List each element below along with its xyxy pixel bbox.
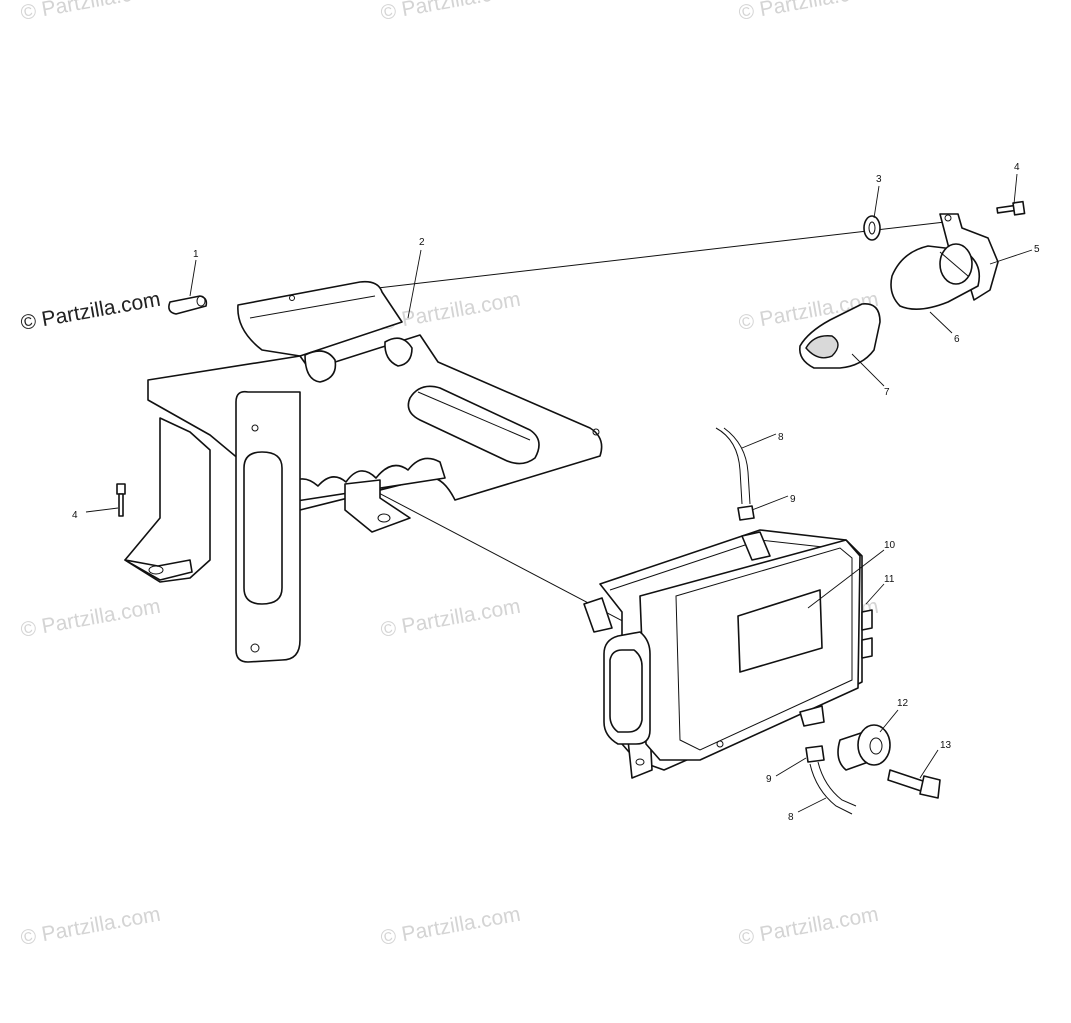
watermark: © Partzilla.com — [737, 0, 880, 25]
grommet-part-12 — [837, 724, 891, 771]
callout-6: 6 — [954, 334, 960, 345]
callout-10: 10 — [884, 540, 896, 551]
nut-part-9-top — [737, 505, 755, 521]
wire-part-8-top — [715, 427, 751, 505]
callout-4-right: 4 — [1014, 162, 1020, 173]
brand-label: © Partzilla.com — [19, 288, 162, 335]
watermark: © Partzilla.com — [379, 595, 522, 642]
bolt-part-4-left — [116, 483, 126, 517]
watermark: © Partzilla.com — [737, 903, 880, 950]
callout-7: 7 — [884, 387, 890, 398]
watermark: © Partzilla.com — [379, 288, 522, 335]
watermark: © Partzilla.com — [19, 903, 162, 950]
cap-part-7 — [798, 303, 881, 369]
leader-lines — [85, 173, 1033, 813]
callout-8-bottom: 8 — [788, 812, 794, 823]
nut-part-9-bottom — [805, 745, 825, 763]
bolt-part-13 — [887, 769, 941, 799]
callouts: 1 2 3 4 5 6 7 4 8 9 10 11 12 13 9 8 — [72, 162, 1040, 823]
bolt-part-4-right — [996, 200, 1026, 216]
callout-5: 5 — [1034, 244, 1040, 255]
mounting-bracket — [124, 280, 603, 663]
wire-part-8-bottom — [809, 761, 857, 815]
watermark: © Partzilla.com — [19, 595, 162, 642]
callout-13: 13 — [940, 740, 952, 751]
callout-2: 2 — [419, 237, 425, 248]
watermark: © Partzilla.com — [19, 0, 162, 25]
control-module — [583, 529, 873, 779]
cylinder-part-6 — [890, 243, 981, 310]
watermark: © Partzilla.com — [379, 903, 522, 950]
callout-8-top: 8 — [778, 432, 784, 443]
callout-4-left: 4 — [72, 510, 78, 521]
callout-3: 3 — [876, 174, 882, 185]
callout-9-bottom: 9 — [766, 774, 772, 785]
pin-part-1 — [168, 295, 208, 315]
callout-12: 12 — [897, 698, 909, 709]
callout-9-top: 9 — [790, 494, 796, 505]
callout-11: 11 — [884, 574, 895, 585]
watermark: © Partzilla.com — [379, 0, 522, 25]
washer-part-3 — [863, 215, 881, 241]
callout-1: 1 — [193, 249, 199, 260]
